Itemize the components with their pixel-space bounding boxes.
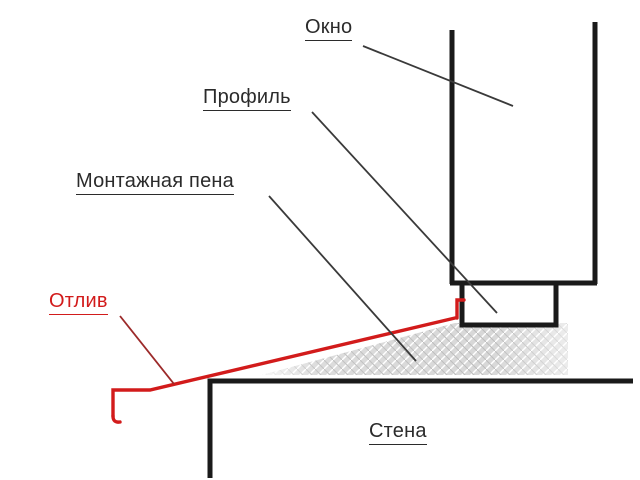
drip-edge-shape	[111, 298, 466, 424]
window-frame-shape	[449, 22, 598, 286]
leader-profil	[311, 111, 498, 314]
leader-lines	[119, 45, 514, 385]
label-stena: Стена	[369, 420, 427, 445]
label-okno: Окно	[305, 16, 353, 41]
label-otliv: Отлив	[49, 290, 108, 315]
leader-okno	[362, 45, 514, 107]
leader-otliv	[119, 315, 175, 385]
label-montazhnaya-pena: Монтажная пена	[76, 170, 234, 195]
leader-pena	[268, 195, 417, 362]
wall-shape	[207, 378, 633, 478]
profile-shape	[459, 283, 559, 328]
mounting-foam-shape	[262, 323, 568, 375]
label-profil: Профиль	[203, 86, 291, 111]
